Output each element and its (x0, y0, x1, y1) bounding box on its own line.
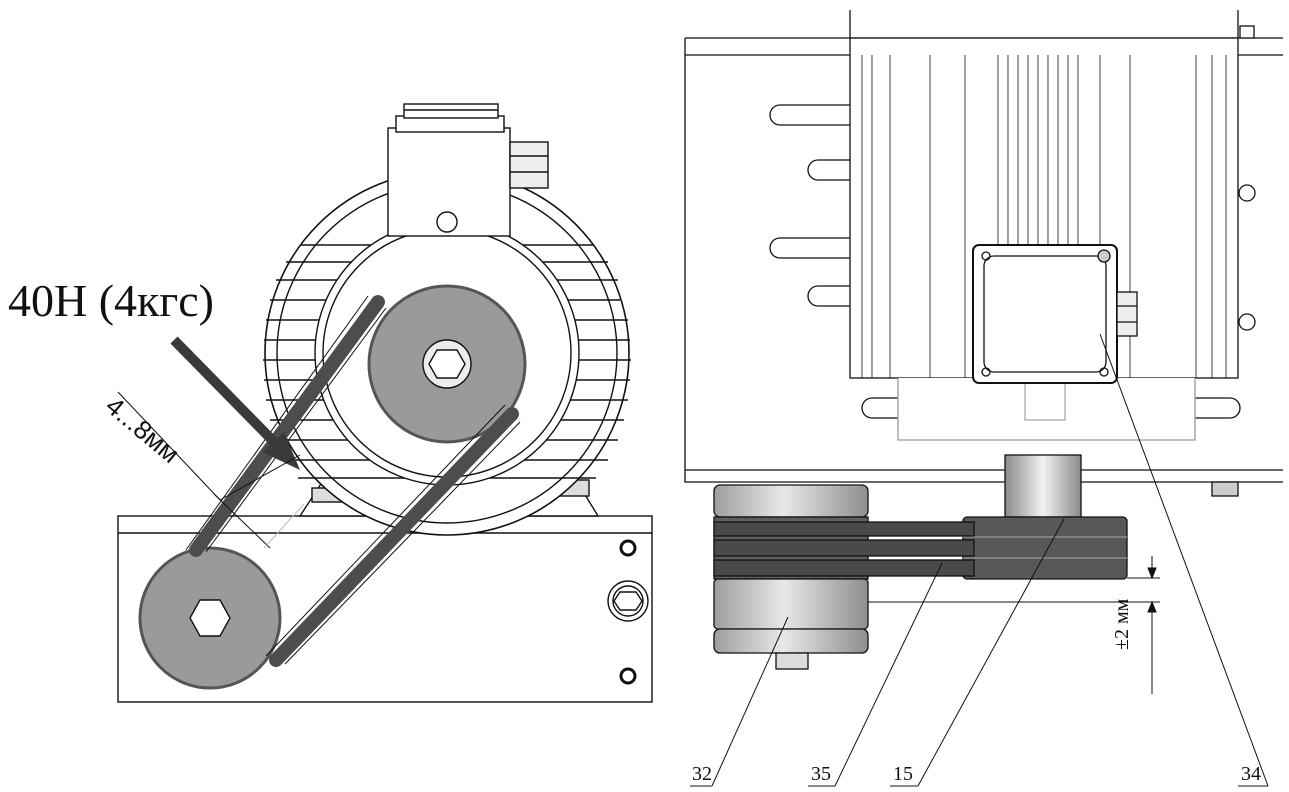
offset-dimension (868, 556, 1160, 694)
deflection-dimension (117, 391, 305, 549)
callout-35: 35 (811, 763, 831, 785)
frame-bolt-holes (607, 539, 649, 685)
right-view (684, 10, 1283, 787)
motor-pulley (367, 284, 527, 444)
callout-leaders (690, 333, 1269, 787)
callout-32: 32 (692, 763, 712, 785)
motor-terminal-box (972, 244, 1138, 384)
force-label: 40Н (4кгс) (8, 275, 214, 326)
terminal-box (387, 103, 549, 237)
callout-15: 15 (893, 763, 913, 785)
motor-pulley-side (962, 516, 1128, 580)
callout-34: 34 (1241, 763, 1261, 785)
bolt-head (1211, 481, 1239, 497)
mounting-slots (769, 104, 1256, 419)
belts-side (713, 521, 975, 577)
offset-label: ±2 мм (1111, 598, 1133, 650)
driven-pulley-side (713, 484, 869, 670)
left-view (117, 103, 653, 703)
motor-shaft-hub (1004, 454, 1082, 518)
drive-belt (189, 295, 519, 667)
driven-pulley (138, 546, 282, 690)
